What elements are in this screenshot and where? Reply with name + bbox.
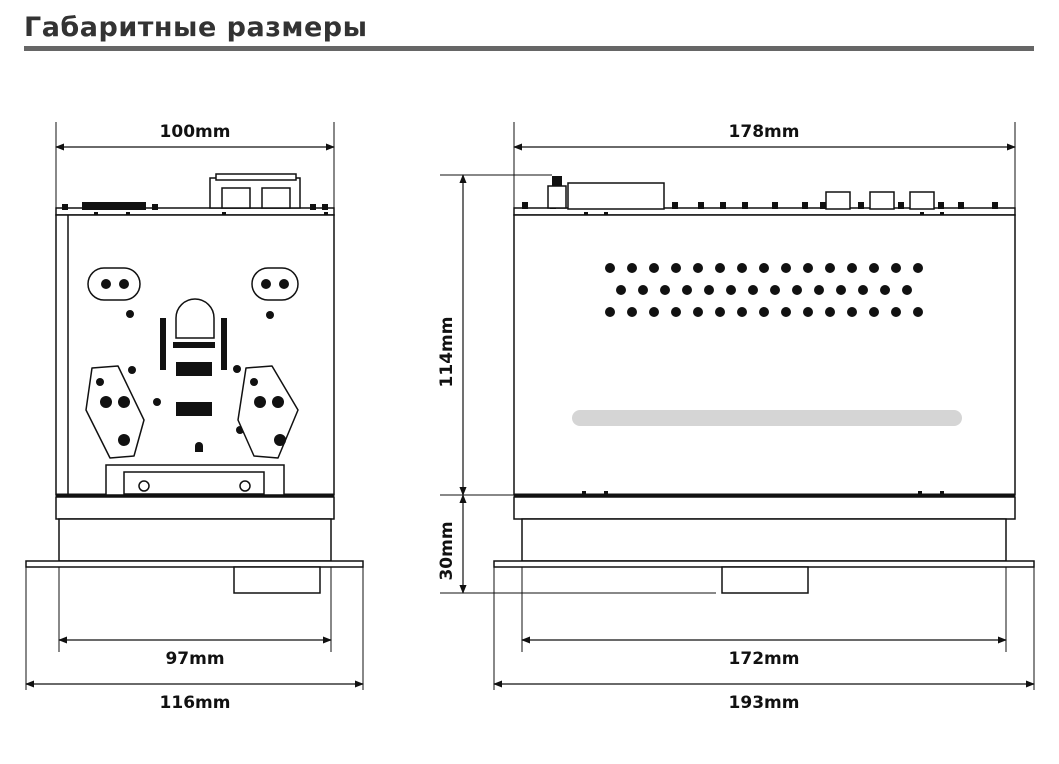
vent-hole xyxy=(671,263,681,273)
vent-holes xyxy=(605,263,923,317)
vent-hole xyxy=(836,285,846,295)
vent-hole xyxy=(660,285,670,295)
label-height-main: 114mm xyxy=(437,317,457,388)
vent-hole xyxy=(781,263,791,273)
vent-hole xyxy=(858,285,868,295)
front-view xyxy=(25,173,364,594)
label-side-inner-bottom: 172mm xyxy=(729,649,800,669)
vent-hole xyxy=(792,285,802,295)
vent-hole xyxy=(715,307,725,317)
vent-hole xyxy=(891,307,901,317)
vent-hole xyxy=(781,307,791,317)
label-side-overall-bottom: 193mm xyxy=(729,693,800,713)
vent-hole xyxy=(682,285,692,295)
side-view xyxy=(493,176,1035,594)
vent-hole xyxy=(869,307,879,317)
vent-hole xyxy=(649,263,659,273)
label-side-length-top: 178mm xyxy=(729,122,800,142)
vent-hole xyxy=(715,263,725,273)
vent-hole xyxy=(803,263,813,273)
vent-hole xyxy=(913,263,923,273)
vent-hole xyxy=(759,307,769,317)
label-height-base: 30mm xyxy=(437,521,457,580)
vent-hole xyxy=(803,307,813,317)
vent-hole xyxy=(847,307,857,317)
title-underline xyxy=(24,46,1034,51)
vent-hole xyxy=(891,263,901,273)
vent-hole xyxy=(748,285,758,295)
vent-hole xyxy=(671,307,681,317)
vent-hole xyxy=(693,263,703,273)
vent-hole xyxy=(902,285,912,295)
vent-hole xyxy=(605,263,615,273)
label-front-overall-bottom: 116mm xyxy=(160,693,231,713)
vent-hole xyxy=(627,263,637,273)
vent-hole xyxy=(627,307,637,317)
vent-hole xyxy=(770,285,780,295)
vent-hole xyxy=(880,285,890,295)
vent-hole xyxy=(737,307,747,317)
vent-hole xyxy=(605,307,615,317)
vent-hole xyxy=(825,307,835,317)
label-front-inner-bottom: 97mm xyxy=(165,649,224,669)
vent-hole xyxy=(869,263,879,273)
vent-hole xyxy=(913,307,923,317)
vent-hole xyxy=(759,263,769,273)
vent-hole xyxy=(726,285,736,295)
diagram-title: Габаритные размеры xyxy=(24,12,368,43)
vent-hole xyxy=(649,307,659,317)
label-front-width-top: 100mm xyxy=(160,122,231,142)
vent-hole xyxy=(638,285,648,295)
vent-hole xyxy=(693,307,703,317)
vent-hole xyxy=(704,285,714,295)
vent-hole xyxy=(825,263,835,273)
vent-hole xyxy=(847,263,857,273)
vent-hole xyxy=(814,285,824,295)
vent-hole xyxy=(737,263,747,273)
vent-hole xyxy=(616,285,626,295)
